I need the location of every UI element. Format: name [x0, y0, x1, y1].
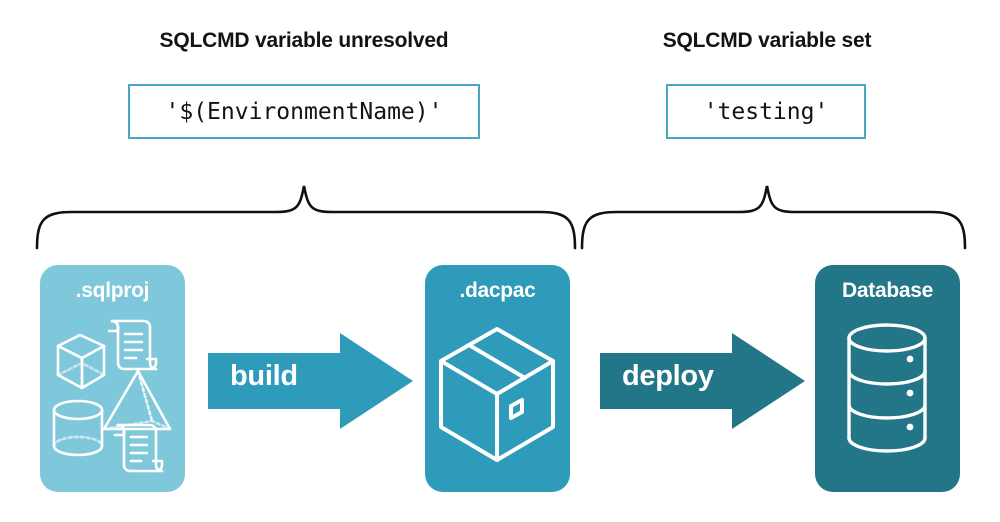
artifact-label-sqlproj: .sqlproj — [75, 279, 150, 302]
code-box-unresolved-value: '$(EnvironmentName)' — [128, 84, 480, 139]
artifact-box-dacpac: .dacpac — [425, 265, 570, 492]
artifact-art-sqlproj — [52, 319, 172, 473]
cube-icon — [56, 333, 106, 390]
artifact-label-database: Database — [842, 279, 933, 302]
code-text-set-value: 'testing' — [703, 98, 829, 125]
artifact-label-dacpac: .dacpac — [459, 279, 536, 302]
code-box-set-value: 'testing' — [666, 84, 866, 139]
cylinder-icon — [52, 399, 104, 457]
database-cylinder-icon — [847, 323, 927, 453]
artifact-box-sqlproj: .sqlproj — [40, 265, 185, 492]
heading-sqlcmd-variable-unresolved: SQLCMD variable unresolved — [159, 29, 449, 52]
brace-right-icon — [580, 185, 967, 250]
heading-sqlcmd-variable-set: SQLCMD variable set — [662, 29, 872, 52]
artifact-art-database — [847, 323, 927, 453]
arrow-deploy-label: deploy — [622, 360, 714, 392]
arrow-build-icon — [208, 333, 413, 429]
artifact-box-database: Database — [815, 265, 960, 492]
arrow-build-label: build — [230, 360, 298, 392]
arrow-deploy: deploy — [600, 331, 805, 431]
scroll-icon — [107, 319, 158, 371]
pyramid-icon — [102, 369, 172, 431]
package-box-icon — [439, 327, 555, 462]
arrow-build: build — [208, 331, 413, 431]
brace-left-icon — [35, 185, 577, 250]
code-text-unresolved-value: '$(EnvironmentName)' — [165, 98, 443, 125]
brace-group — [35, 185, 967, 250]
arrow-deploy-icon — [600, 333, 805, 429]
artifact-art-dacpac — [439, 327, 555, 462]
scroll-icon — [113, 423, 164, 473]
